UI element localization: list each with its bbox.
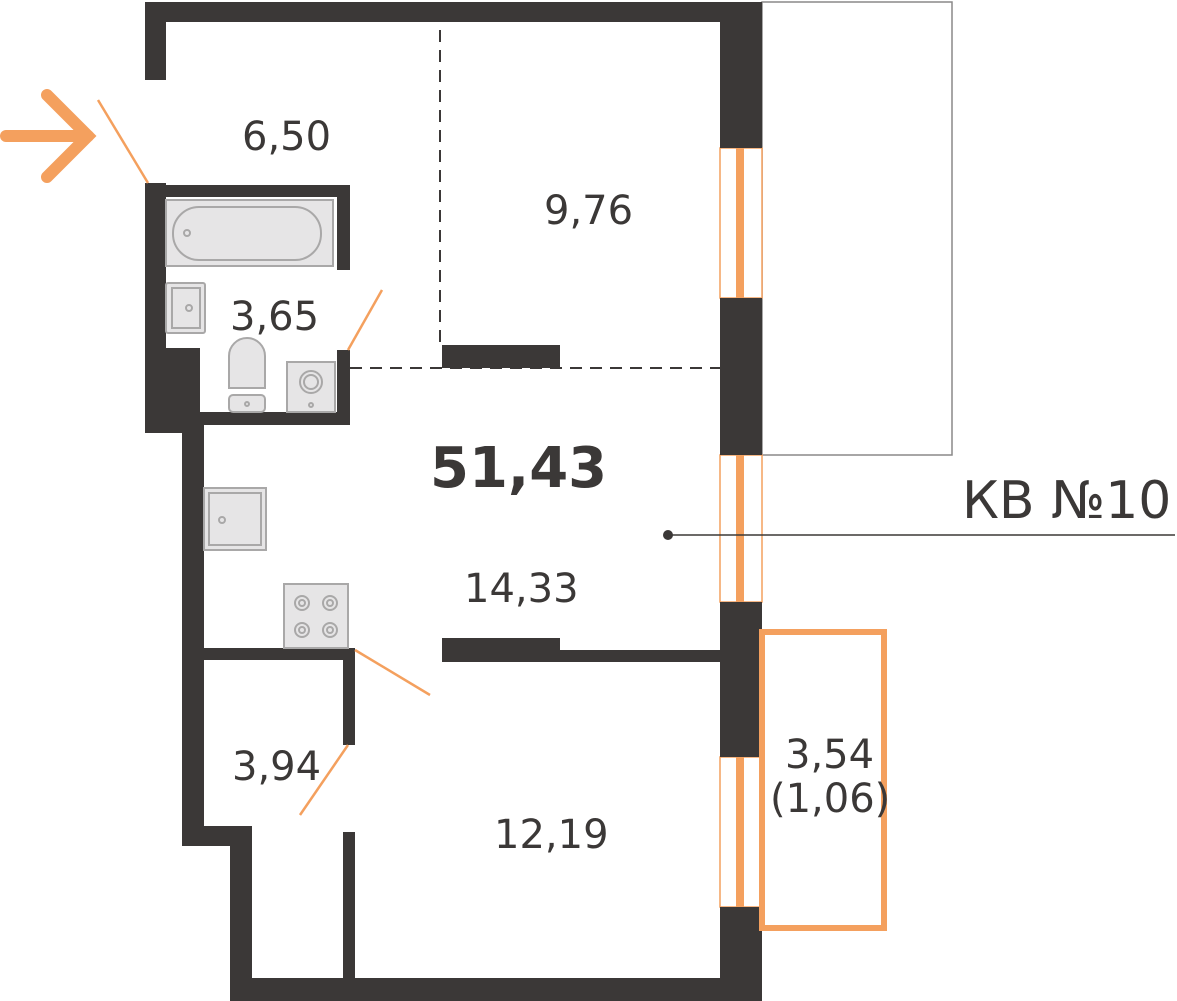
balcony-reduced-area: (1,06) <box>770 776 890 822</box>
total-area: 51,43 <box>430 436 607 501</box>
hall-area: 6,50 <box>242 114 331 160</box>
kitchen-living-area: 14,33 <box>464 566 579 612</box>
bathtub-icon <box>165 199 334 267</box>
sink-icon <box>165 282 206 334</box>
zone-dividers <box>350 30 720 369</box>
bedroom-area: 9,76 <box>544 188 633 234</box>
entrance-arrow-icon <box>0 89 97 183</box>
apartment-label: КВ №101 <box>962 471 1177 531</box>
windows <box>719 147 763 908</box>
stove-icon <box>283 583 349 649</box>
bathroom-area: 3,65 <box>230 294 319 340</box>
storage-area: 3,94 <box>232 744 321 790</box>
toilet-icon <box>228 337 266 413</box>
walls <box>145 2 762 1001</box>
door-swings <box>96 99 431 816</box>
washing-machine-icon <box>286 361 336 413</box>
loggia-outline <box>761 1 953 456</box>
balcony-outline <box>759 629 887 931</box>
kitchen-sink-icon <box>203 487 267 551</box>
balcony-area: 3,54 <box>785 732 874 778</box>
room-area: 12,19 <box>494 812 609 858</box>
